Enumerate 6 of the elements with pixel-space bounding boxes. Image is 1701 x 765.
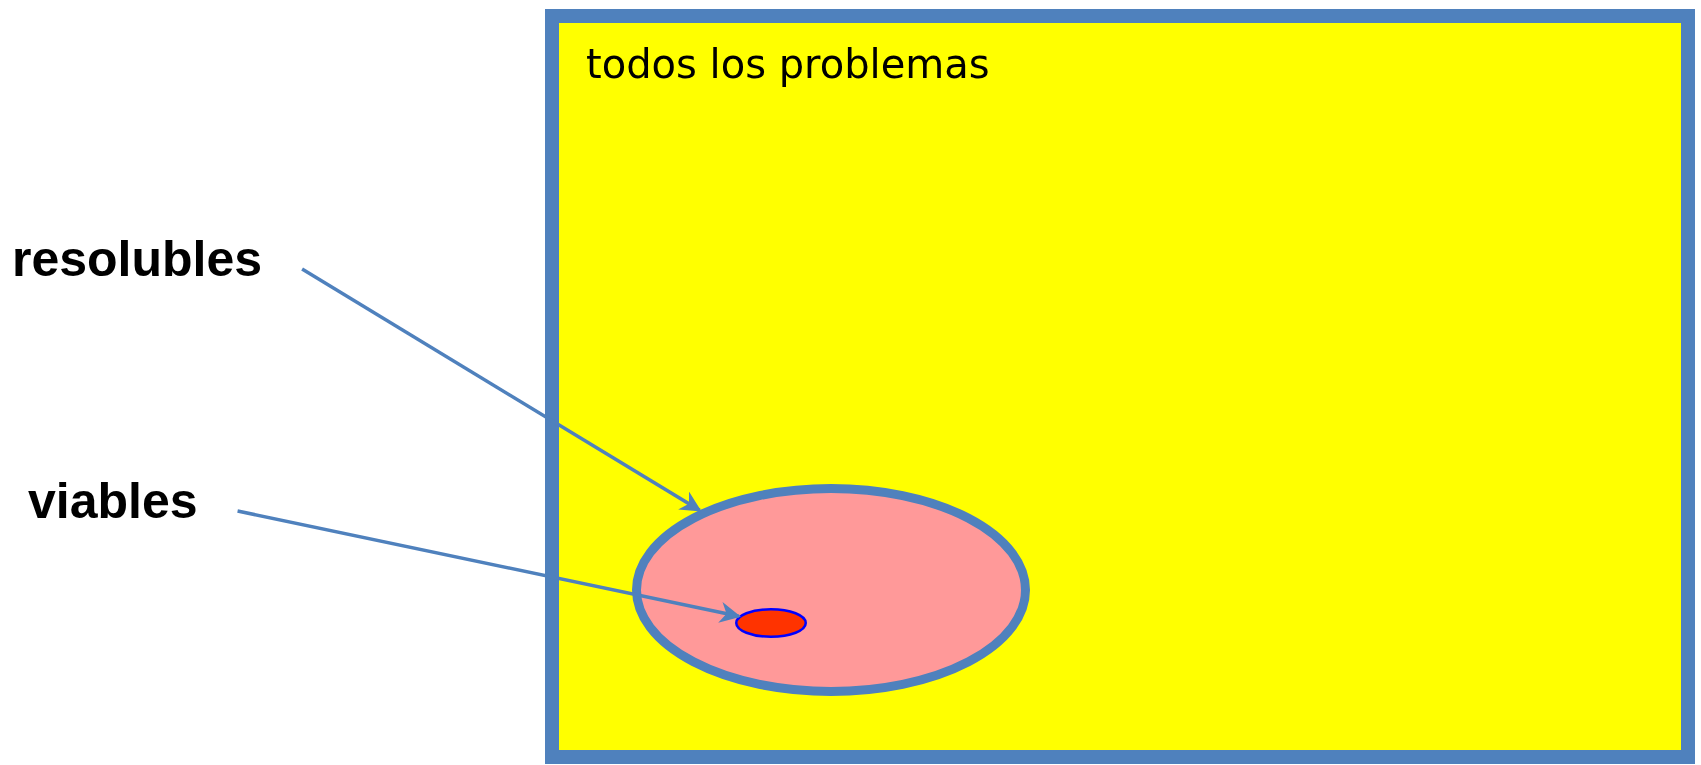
set-name: viables <box>28 472 198 530</box>
set-name: resolubles <box>12 230 263 288</box>
arrow <box>237 509 741 623</box>
set-label: todos los problemas <box>586 41 990 87</box>
arrow <box>301 267 702 512</box>
set-rectangle <box>545 9 1695 764</box>
